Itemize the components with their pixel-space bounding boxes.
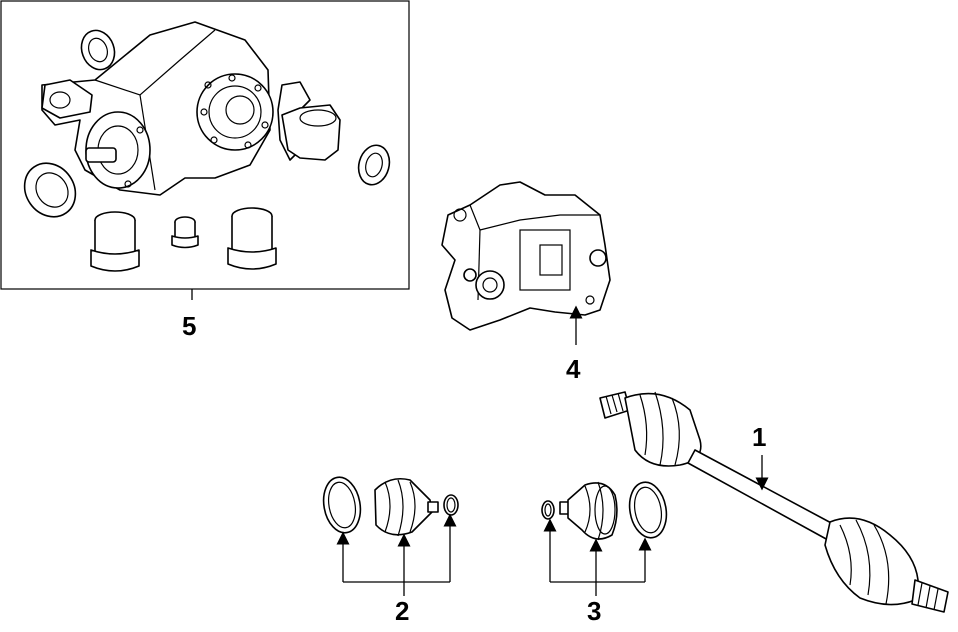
seal-right xyxy=(357,144,391,186)
callout-1: 1 xyxy=(752,422,766,452)
mount-bracket xyxy=(277,81,341,161)
clamp-large-2 xyxy=(322,476,362,534)
callout-2: 2 xyxy=(395,596,409,626)
bushing-small xyxy=(171,216,199,249)
bushing-right xyxy=(227,207,277,270)
seal-left xyxy=(23,162,77,218)
clamp-small-3 xyxy=(541,500,555,520)
callout-3: 3 xyxy=(587,596,601,626)
bushing-left xyxy=(90,211,140,272)
differential-assembly-group xyxy=(0,0,410,300)
boot-kit-3 xyxy=(541,481,668,541)
boot-kit-2 xyxy=(322,476,459,537)
differential-housing xyxy=(41,21,274,196)
boot-2 xyxy=(374,477,439,537)
boot-3 xyxy=(559,481,618,541)
callout-5: 5 xyxy=(182,311,196,341)
assembly-frame xyxy=(0,0,410,290)
callout-4: 4 xyxy=(566,354,581,384)
seal-top xyxy=(80,29,116,71)
carrier-housing xyxy=(441,181,611,331)
half-shaft xyxy=(599,391,949,613)
clamp-large-3 xyxy=(628,481,668,539)
clamp-small-2 xyxy=(443,494,459,516)
